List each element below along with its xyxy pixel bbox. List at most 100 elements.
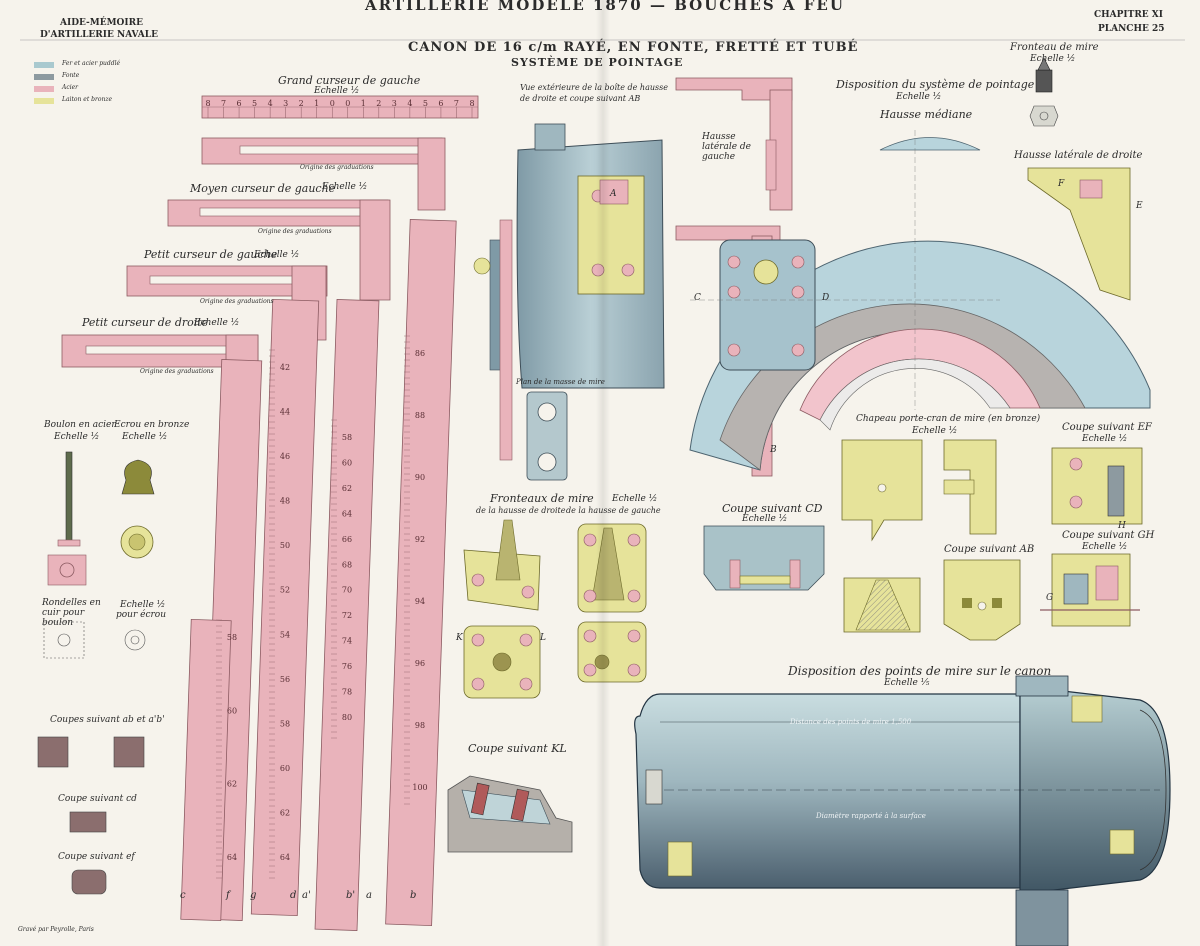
ruler-number: 92 xyxy=(415,535,425,544)
boulon-label: Boulon en acier xyxy=(44,420,116,430)
ruler-end-label: b' xyxy=(346,890,355,901)
ruler-end-label: c xyxy=(180,890,186,901)
ruler-end-label: f xyxy=(225,890,232,901)
coupe-ef-small-label: Coupe suivant ef xyxy=(58,852,135,862)
ruler-number: 52 xyxy=(280,586,290,595)
ruler-number: 58 xyxy=(227,633,237,642)
scale-number: 3 xyxy=(392,99,397,108)
ruler-number: 44 xyxy=(280,408,290,417)
scale-number: 0 xyxy=(345,99,350,108)
hausse-mediane-label: Hausse médiane xyxy=(880,108,973,121)
ruler-number: 78 xyxy=(342,688,352,697)
coupes-ab-label: Coupes suivant ab et a'b' xyxy=(50,715,165,725)
coupe-gh-label: Coupe suivant GH xyxy=(1062,530,1155,541)
rondelles-cuir xyxy=(43,621,146,659)
ruler-end-label: a' xyxy=(302,890,311,901)
scale-number: 5 xyxy=(423,99,428,108)
coupe-kl-drawing xyxy=(447,775,573,853)
ruler-number: 88 xyxy=(415,411,425,420)
disposition-pointage-label: Disposition du système de pointage xyxy=(836,78,1035,91)
ruler-number: 48 xyxy=(280,497,290,506)
plan-masse-label: Plan de la masse de mire xyxy=(516,378,605,386)
pointage-disposition xyxy=(689,130,1151,471)
point-letter: A xyxy=(609,189,617,199)
ruler-number: 66 xyxy=(342,535,352,544)
hausse-laterale-gauche-label: Hausse latérale de gauche xyxy=(702,132,752,162)
fronteau-mire-label: Fronteau de mire xyxy=(1010,42,1099,53)
ruler-number: 68 xyxy=(342,560,352,569)
plan-masse-mire xyxy=(526,391,568,481)
scale-number: 5 xyxy=(252,99,257,108)
ruler-number: 100 xyxy=(412,783,427,792)
ruler-number: 54 xyxy=(280,630,290,639)
ruler-number: 50 xyxy=(280,541,290,550)
petit-curseur-gauche-label: Petit curseur de gauche xyxy=(144,248,278,261)
legend-label: Fer et acier puddlé xyxy=(62,60,121,67)
ruler-number: 94 xyxy=(415,597,425,606)
fronteaux-mire xyxy=(463,519,647,699)
petit-curseur-droite xyxy=(61,334,263,922)
scale-number: 2 xyxy=(376,99,381,108)
ruler-number: 96 xyxy=(415,659,425,668)
scale-number: 7 xyxy=(454,99,459,108)
ruler-number: 42 xyxy=(280,363,290,372)
ruler-number: 58 xyxy=(280,719,290,728)
scale-number: 8 xyxy=(205,99,210,108)
rondelles-label: Rondelles en cuir pour boulon xyxy=(42,598,101,628)
rondelles-ecrou-label: pour écrou xyxy=(116,610,167,620)
ruler-number: 46 xyxy=(280,452,290,461)
fronteau-mire-small xyxy=(1029,57,1059,127)
coupe-ab-label: Coupe suivant AB xyxy=(944,544,1035,555)
chapeau-echelle: Echelle ½ xyxy=(912,426,958,436)
ruler-number: 64 xyxy=(342,509,352,518)
ruler-number: 98 xyxy=(415,721,425,730)
coupe-cd-small-label: Coupe suivant cd xyxy=(58,794,137,804)
plate-title: ARTILLERIE MODÈLE 1870 — BOUCHES À FEU xyxy=(365,0,845,14)
coupe-kl-label: Coupe suivant KL xyxy=(468,742,567,755)
ruler-number: 90 xyxy=(415,473,425,482)
point-letter: B xyxy=(769,445,777,455)
coupe-ef-drawing xyxy=(1051,447,1143,525)
point-letter: D xyxy=(821,293,829,303)
coupe-gh-drawing xyxy=(1040,553,1140,627)
grand-curseur-origine: Origine des graduations xyxy=(300,164,374,171)
subtitle-cannon: CANON DE 16 c/m RAYÉ, EN FONTE, FRETTÉ E… xyxy=(408,40,859,55)
scale-number: 6 xyxy=(438,99,443,108)
ruler-number: 70 xyxy=(342,586,352,595)
hausse-laterale-droite-label: Hausse latérale de droite xyxy=(1014,150,1143,161)
scale-number: 4 xyxy=(268,99,273,108)
boulon-echelle: Echelle ½ xyxy=(54,432,100,442)
coupe-cd-drawing xyxy=(703,525,825,591)
coupe-squares xyxy=(37,736,145,895)
legend-label: Laiton et bronze xyxy=(62,96,113,103)
ruler-end-label: b xyxy=(410,890,416,901)
coupe-gh-echelle: Echelle ½ xyxy=(1082,542,1128,552)
hausse-droite-sub: de la hausse de droite xyxy=(476,506,566,515)
rondelles-echelle: Echelle ½ xyxy=(120,600,166,610)
disposition-pointage-echelle: Echelle ½ xyxy=(896,92,942,102)
petit-curseur-droite-label: Petit curseur de droite xyxy=(82,316,209,329)
scale-number: 8 xyxy=(469,99,474,108)
scale-number: 0 xyxy=(330,99,335,108)
ruler-number: 64 xyxy=(227,853,237,862)
boite-hausse-view xyxy=(473,123,665,461)
page-fold xyxy=(596,0,610,946)
scale-number: 2 xyxy=(299,99,304,108)
point-letter: C xyxy=(694,293,701,303)
ruler-number: 64 xyxy=(280,853,290,862)
scale-number: 6 xyxy=(237,99,242,108)
coupe-ef-echelle: Echelle ½ xyxy=(1082,434,1128,444)
point-letter: K xyxy=(455,633,464,643)
scale-number: 1 xyxy=(314,99,319,108)
ecrou-echelle: Echelle ½ xyxy=(122,432,168,442)
fronteaux-label: Fronteaux de mire xyxy=(490,492,594,505)
legend-label: Acier xyxy=(62,84,79,91)
petit-curseur-gauche-origine: Origine des graduations xyxy=(200,298,274,305)
point-letter: F xyxy=(1057,179,1065,189)
fronteaux-echelle: Echelle ½ xyxy=(612,494,658,504)
header-right-1: CHAPITRE XI xyxy=(1094,10,1163,20)
disposition-points-echelle: Echelle ⅕ xyxy=(884,678,930,688)
boulon-acier xyxy=(47,451,87,586)
